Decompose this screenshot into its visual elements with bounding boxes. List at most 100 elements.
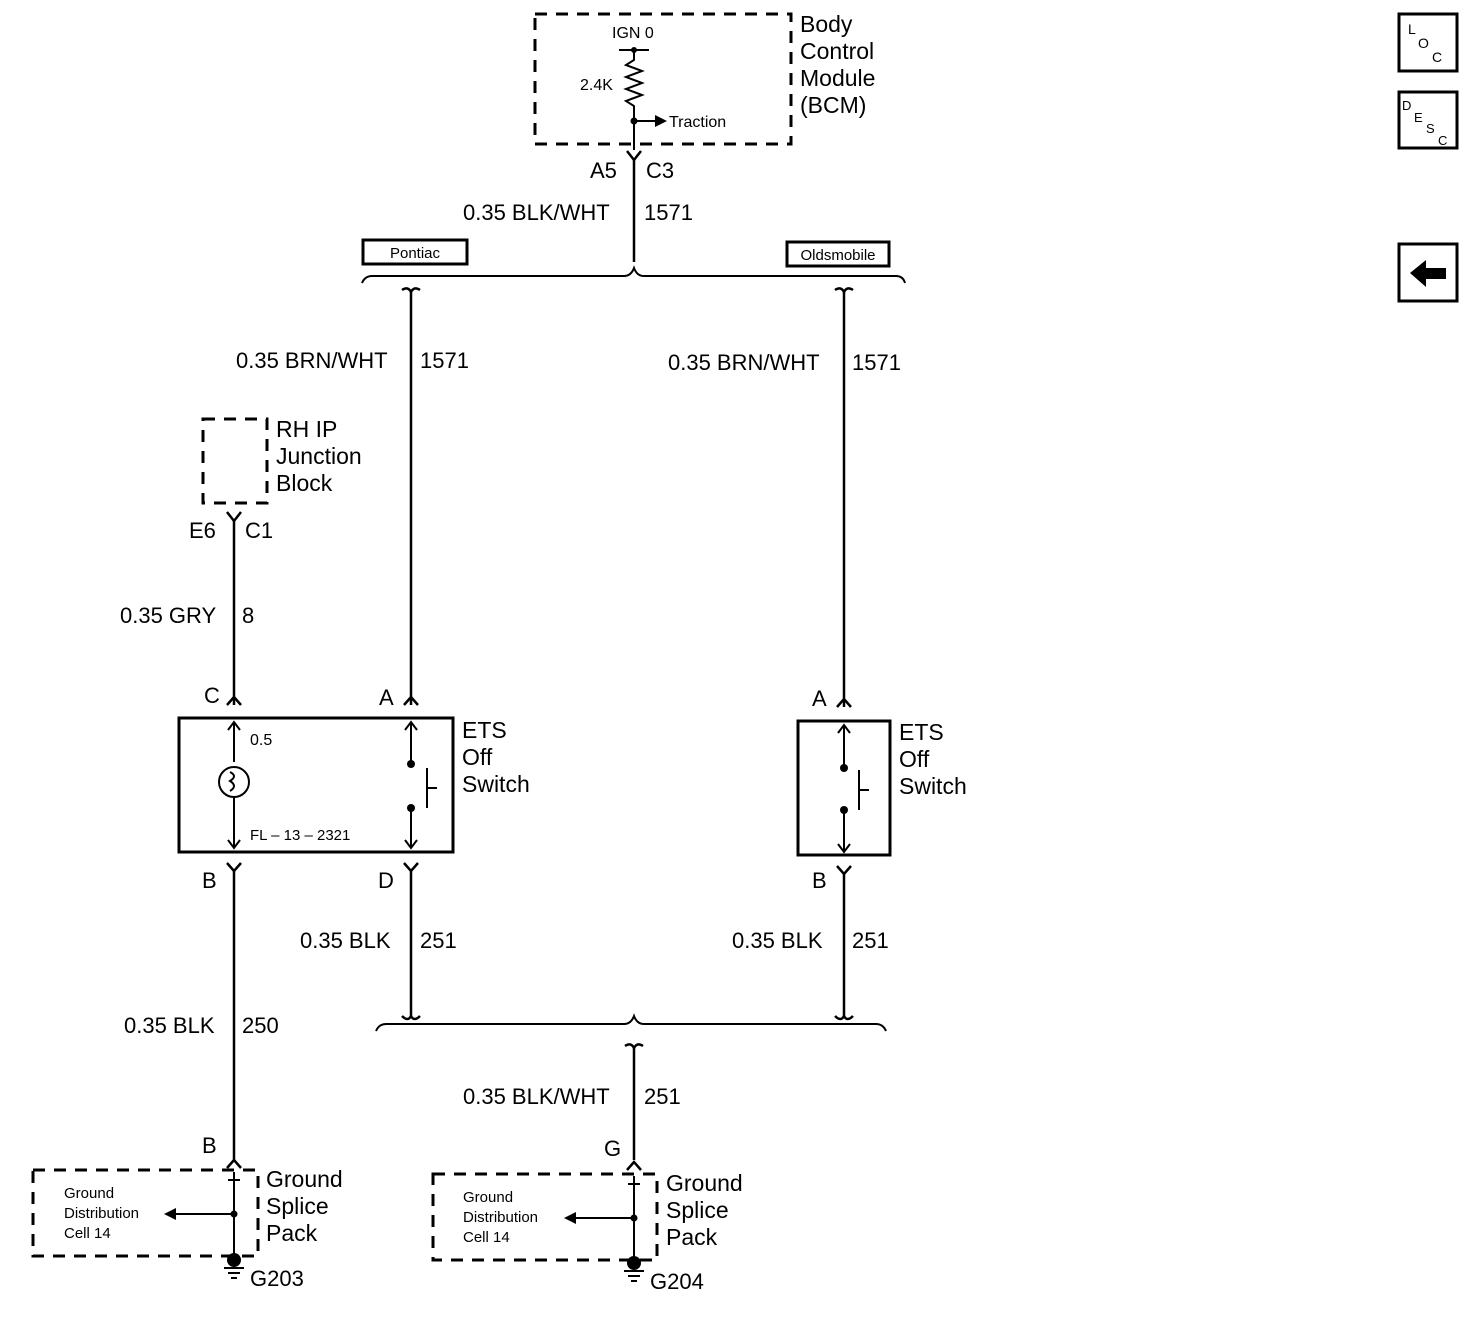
splice-right-dist-line1: Ground — [463, 1189, 513, 1206]
bcm-ign-label: IGN 0 — [612, 25, 654, 42]
junction-block-name-line3: Block — [276, 470, 333, 496]
ground-g204-dot — [627, 1256, 641, 1270]
rh-ip-junction-block: RH IP Junction Block — [201, 416, 362, 505]
pontiac-inner-b-icon — [227, 839, 241, 850]
splice-left-dist-line1: Ground — [64, 1185, 114, 1202]
option-oldsmobile-label: Oldsmobile — [800, 247, 875, 264]
wire-251-pontiac-gauge: 0.35 BLK — [300, 928, 391, 953]
olds-pin-b-connector-icon — [836, 865, 852, 876]
loc-letter-l: L — [1408, 21, 1416, 37]
ground-g203-label: G203 — [250, 1266, 304, 1291]
bcm-name-line4: (BCM) — [800, 92, 866, 118]
pontiac-switch-pin-a: A — [379, 685, 394, 710]
pontiac-switch-pin-d: D — [378, 868, 394, 893]
olds-feed-circuit: 1571 — [852, 350, 901, 375]
bottom-option-brace — [375, 1013, 887, 1032]
pontiac-pin-d-connector-icon — [403, 862, 419, 873]
splice-right-dist-line3: Cell 14 — [463, 1229, 510, 1246]
ground-splice-pack-right: Ground Distribution Cell 14 Ground Splic… — [431, 1170, 743, 1262]
oldsmobile-ets-off-switch: ETS Off Switch — [796, 719, 967, 857]
pontiac-feed-gauge: 0.35 BRN/WHT — [236, 348, 388, 373]
ground-g204-icon — [624, 1270, 644, 1282]
pontiac-switch-pin-c: C — [204, 683, 220, 708]
olds-switch-name-line2: Off — [899, 746, 930, 772]
splice-left-dist-line3: Cell 14 — [64, 1225, 111, 1242]
pontiac-switch-name-line2: Off — [462, 744, 493, 770]
bcm-wire-gauge: 0.35 BLK/WHT — [463, 200, 610, 225]
splice-right-connector-icon — [626, 1160, 642, 1171]
wire-251-pontiac-circuit: 251 — [420, 928, 457, 953]
loc-letter-c: C — [1432, 49, 1442, 65]
olds-inner-b-icon — [837, 843, 851, 854]
pontiac-switch-name-line1: ETS — [462, 717, 507, 743]
bcm-pin-left: A5 — [590, 158, 617, 183]
lamp-filament-icon — [228, 771, 235, 792]
splice-left-pin: B — [202, 1133, 217, 1158]
junction-block-name-line1: RH IP — [276, 416, 337, 442]
junction-wire-gauge: 0.35 GRY — [120, 603, 217, 628]
junction-block-dashed-box — [201, 417, 269, 505]
pontiac-pin-b-connector-icon — [226, 862, 242, 873]
splice-left-name-line1: Ground — [266, 1166, 343, 1192]
splice-left-name-line3: Pack — [266, 1220, 318, 1246]
splice-right-pin: G — [604, 1136, 621, 1161]
bcm-pin-right: C3 — [646, 158, 674, 183]
ground-splice-pack-left: Ground Distribution Cell 14 Ground Splic… — [31, 1166, 343, 1258]
splice-right-arrow-icon — [564, 1212, 576, 1224]
lamp-bulb-icon — [218, 766, 250, 798]
olds-switch-pin-a: A — [812, 686, 827, 711]
splice-right-name-line1: Ground — [666, 1170, 743, 1196]
bcm-resistor-label: 2.4K — [580, 77, 613, 94]
splice-right-name-line3: Pack — [666, 1224, 718, 1250]
olds-switch-contact-top — [840, 764, 848, 772]
wire-251-olds-gauge: 0.35 BLK — [732, 928, 823, 953]
pontiac-lamp-value: 0.5 — [250, 732, 272, 749]
wire-251-main-circuit: 251 — [644, 1084, 681, 1109]
splice-left-connector-icon — [226, 1158, 242, 1169]
splice-left-dashed-box — [31, 1168, 260, 1258]
desc-letter-d: D — [1402, 98, 1411, 113]
back-arrow-icon — [1410, 260, 1446, 287]
junction-block-name-line2: Junction — [276, 443, 362, 469]
desc-letter-e: E — [1414, 110, 1423, 125]
loc-button[interactable]: L O C — [1397, 12, 1459, 73]
splice-left-arrow-icon — [164, 1208, 176, 1220]
junction-block-pin-right: C1 — [245, 518, 273, 543]
switch-contact-top — [407, 760, 415, 768]
olds-switch-pin-b: B — [812, 868, 827, 893]
desc-button[interactable]: D E S C — [1397, 90, 1459, 150]
pontiac-switch-name-line3: Switch — [462, 771, 530, 797]
pontiac-feed-circuit: 1571 — [420, 348, 469, 373]
pontiac-pin-a-connector-icon — [403, 695, 419, 706]
pontiac-ground-splice-icon — [401, 1013, 421, 1021]
olds-ground-splice-icon — [834, 1013, 854, 1021]
bcm-dashed-box — [533, 12, 793, 146]
desc-letter-c: C — [1438, 133, 1447, 148]
pontiac-switch-pin-b: B — [202, 868, 217, 893]
bcm-name-line2: Control — [800, 38, 874, 64]
olds-switch-name-line1: ETS — [899, 719, 944, 745]
pontiac-lamp-ref: FL – 13 – 2321 — [250, 827, 350, 844]
splice-right-name-line2: Splice — [666, 1197, 729, 1223]
desc-letter-s: S — [1426, 121, 1435, 136]
bcm-connector-icon — [626, 150, 642, 163]
bcm-name-line3: Module — [800, 65, 875, 91]
bcm-name-line1: Body — [800, 11, 853, 37]
junction-block-connector-icon — [226, 511, 242, 524]
olds-feed-gauge: 0.35 BRN/WHT — [668, 350, 820, 375]
back-button[interactable] — [1397, 242, 1459, 303]
bcm-traction-label: Traction — [669, 114, 726, 131]
junction-wire-circuit: 8 — [242, 603, 254, 628]
wire-250-circuit: 250 — [242, 1013, 279, 1038]
wire-251-main-gauge: 0.35 BLK/WHT — [463, 1084, 610, 1109]
pontiac-switch-box — [177, 716, 455, 854]
option-pontiac-box — [361, 238, 469, 266]
ground-g203-icon — [224, 1267, 244, 1279]
resistor-icon — [623, 50, 645, 120]
top-option-brace — [361, 265, 906, 284]
wire-251-olds-circuit: 251 — [852, 928, 889, 953]
olds-switch-box — [796, 719, 892, 857]
junction-block-pin-left: E6 — [189, 518, 216, 543]
wire-250-gauge: 0.35 BLK — [124, 1013, 215, 1038]
